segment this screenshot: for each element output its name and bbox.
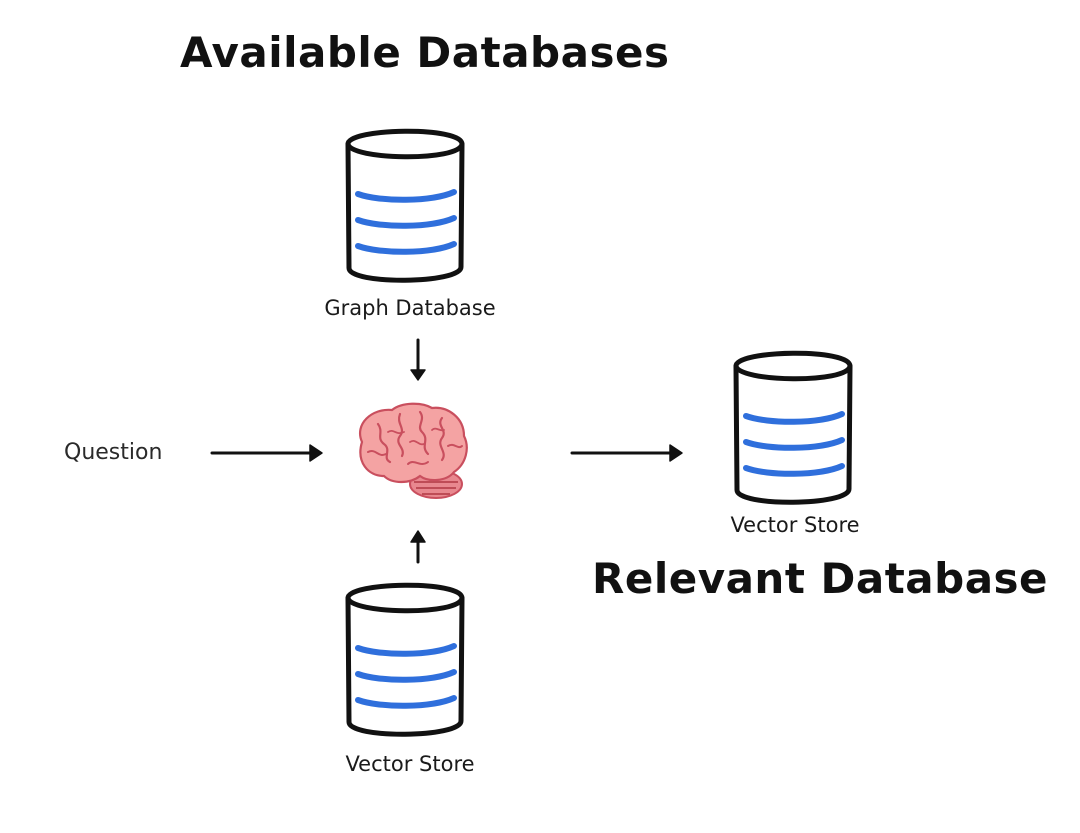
arrow-down-icon bbox=[410, 338, 426, 381]
graph-database-label: Graph Database bbox=[324, 296, 496, 320]
relevant-vector-store-icon bbox=[733, 350, 853, 505]
available-databases-title: Available Databases bbox=[180, 28, 670, 77]
question-label: Question bbox=[64, 440, 163, 465]
relevant-database-title: Relevant Database bbox=[592, 554, 1049, 603]
arrow-up-icon bbox=[410, 530, 426, 564]
relevant-vector-store-label: Vector Store bbox=[730, 513, 860, 537]
brain-icon bbox=[359, 402, 468, 499]
vector-store-label: Vector Store bbox=[345, 752, 475, 776]
vector-store-icon bbox=[345, 582, 465, 737]
arrow-right-icon bbox=[210, 444, 323, 462]
graph-database-icon bbox=[345, 128, 465, 283]
arrow-right-icon bbox=[570, 444, 683, 462]
